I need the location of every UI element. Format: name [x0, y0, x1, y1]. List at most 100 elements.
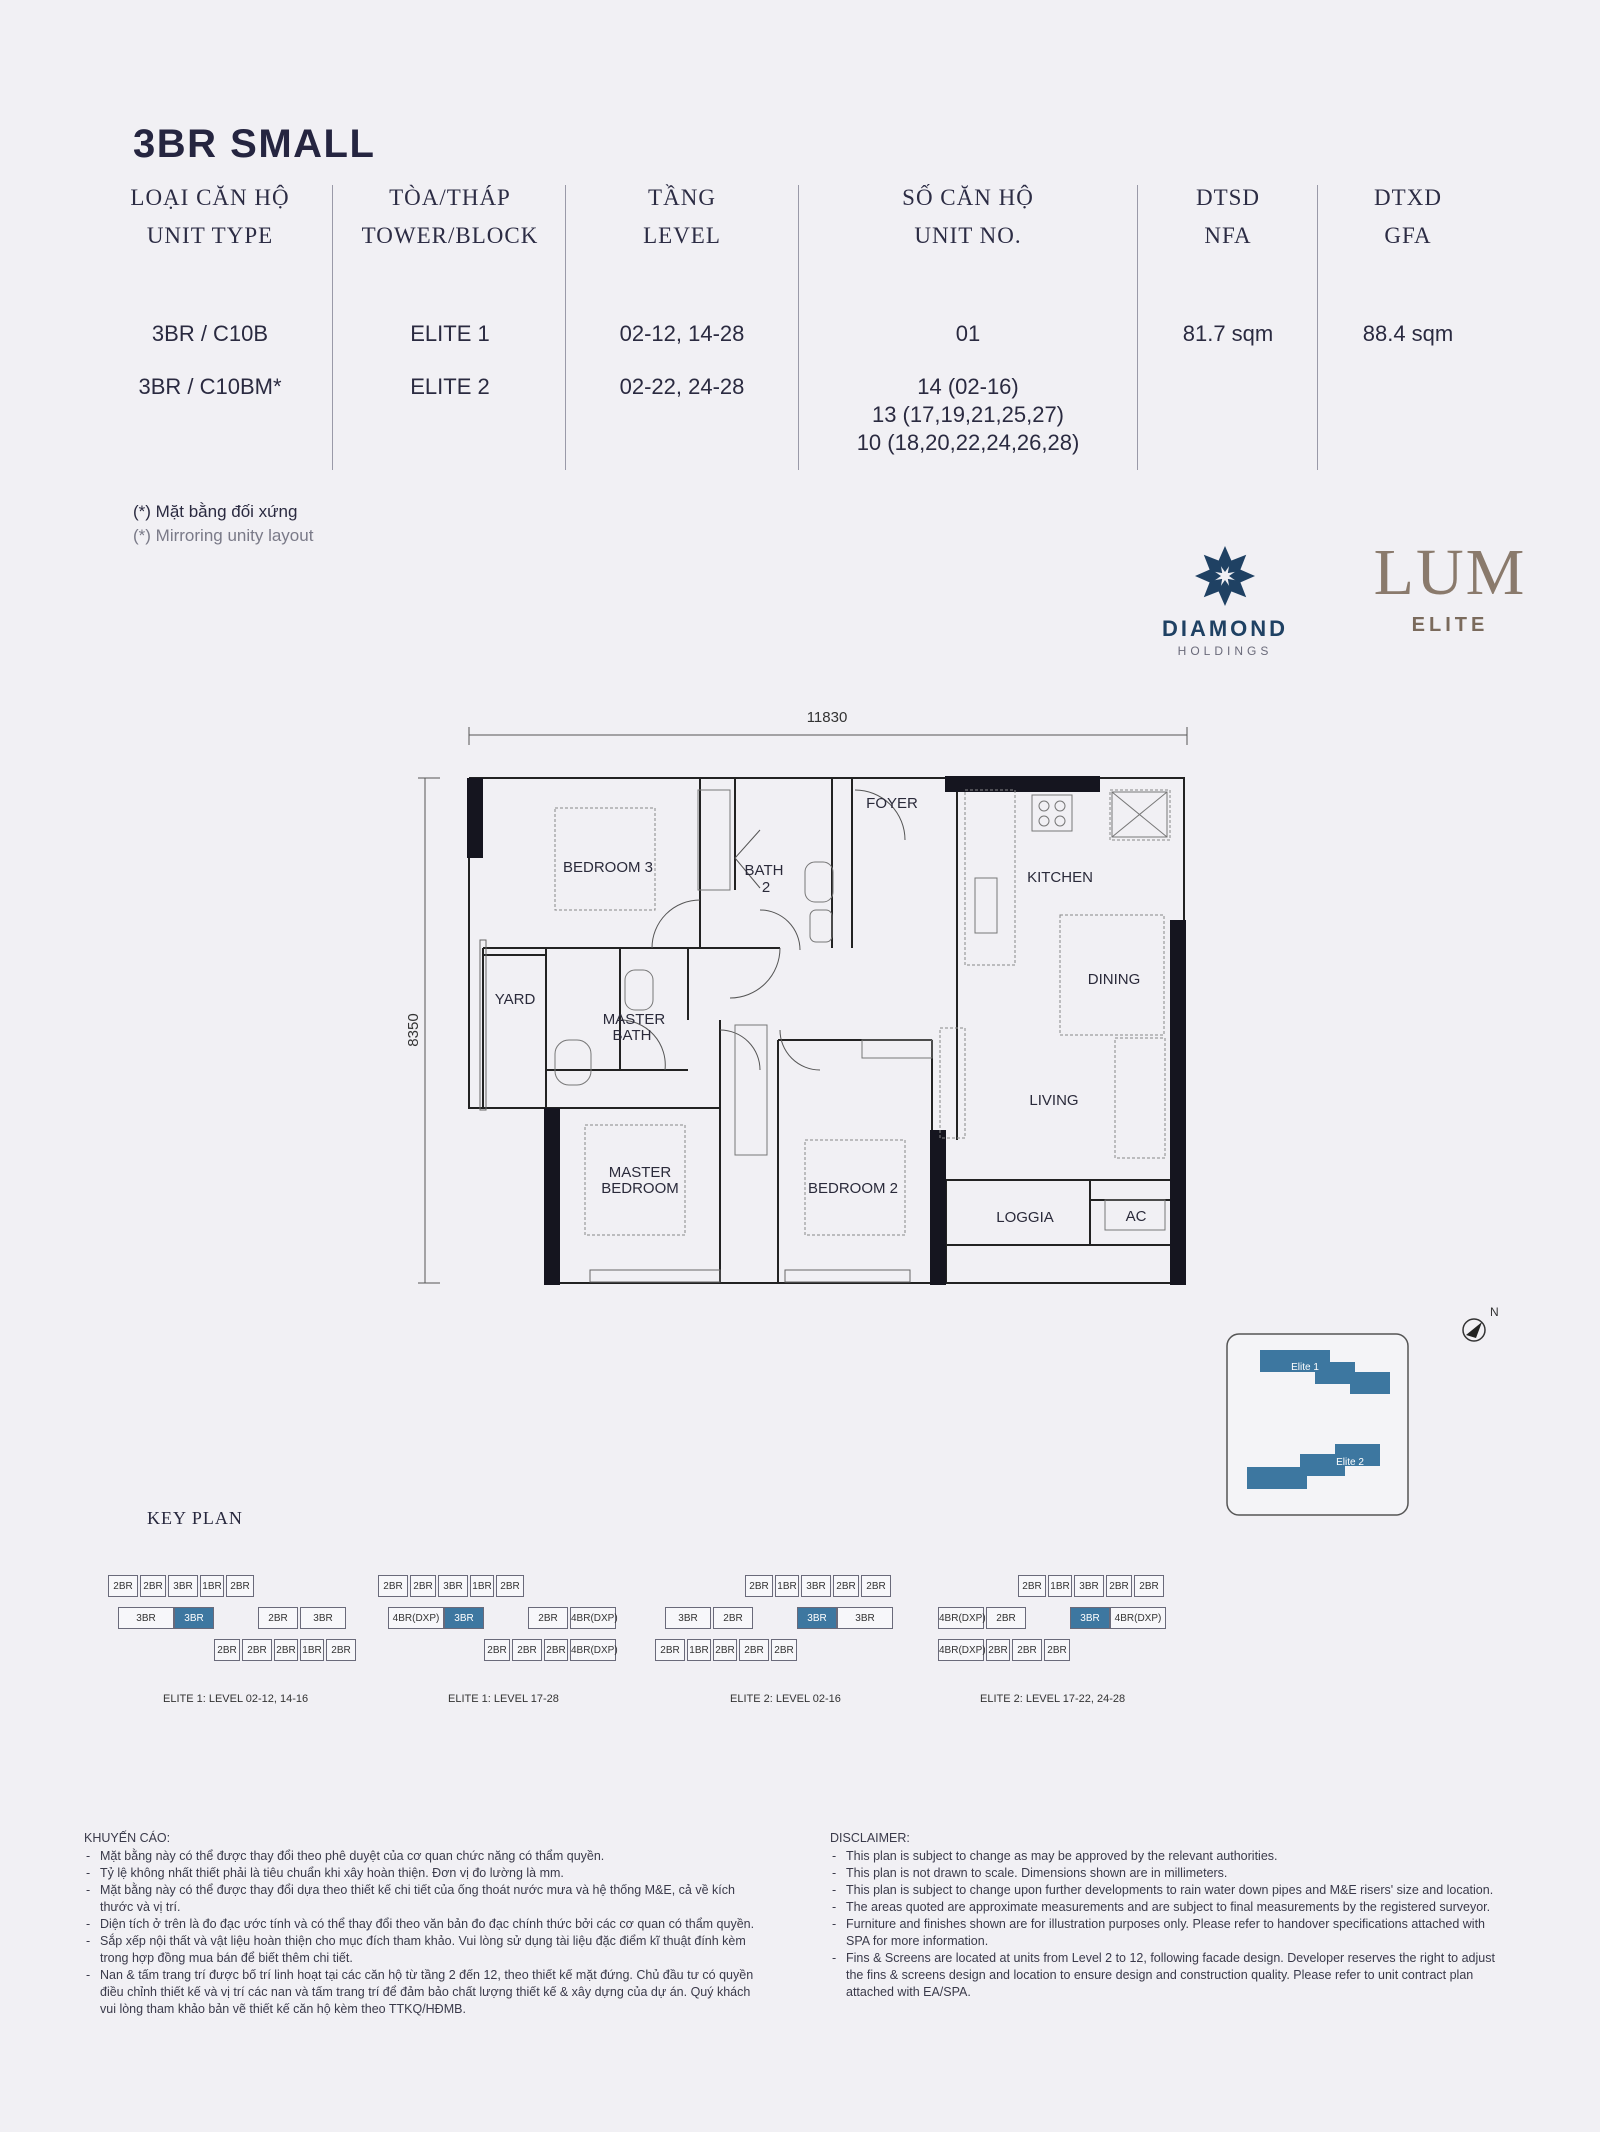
- col-unit-type: LOẠI CĂN HỘ UNIT TYPE 3BR / C10B 3BR / C…: [120, 185, 300, 475]
- disclaimer-item: This plan is subject to change upon furt…: [830, 1882, 1510, 1899]
- room-loggia: LOGGIA: [996, 1209, 1054, 1226]
- disclaimer-item: Mặt bằng này có thể được thay đổi theo p…: [84, 1848, 764, 1865]
- note-en: (*) Mirroring unity layout: [133, 526, 314, 545]
- cell-gfa-1: 88.4 sqm: [1362, 321, 1454, 346]
- key-plan-unit: 2BR: [1106, 1575, 1132, 1597]
- site-buildings: [1247, 1350, 1390, 1489]
- key-plan-caption: ELITE 1: LEVEL 02-12, 14-16: [163, 1693, 309, 1705]
- note-vi: (*) Mặt bằng đối xứng: [133, 502, 298, 521]
- key-plan-unit: 3BR: [168, 1575, 198, 1597]
- disclaimer-item: This plan is not drawn to scale. Dimensi…: [830, 1865, 1510, 1882]
- floor-plan: 11830 8350: [405, 709, 1499, 1342]
- room-dining: DINING: [1088, 971, 1141, 988]
- column-divider: [1317, 185, 1318, 470]
- disclaimer-vi-title: KHUYẾN CÁO:: [84, 1831, 171, 1845]
- key-plan-unit-highlight: 3BR: [1070, 1607, 1110, 1629]
- disclaimer-vi: KHUYẾN CÁO: Mặt bằng này có thể được tha…: [84, 1830, 764, 2018]
- key-plan-unit: 1BR: [1048, 1575, 1072, 1597]
- site-plan: Elite 1 Elite 2: [1226, 1333, 1409, 1516]
- key-plan-unit: 2BR: [214, 1639, 240, 1661]
- key-plan-unit: 2BR: [1018, 1575, 1046, 1597]
- north-label: N: [1490, 1305, 1499, 1319]
- disclaimer-item: Tỷ lệ không nhất thiết phải là tiêu chuẩ…: [84, 1865, 764, 1882]
- key-plan-unit: 2BR: [274, 1639, 298, 1661]
- diamond-flower-icon: [1195, 546, 1255, 606]
- key-plan-title: KEY PLAN: [147, 1508, 243, 1528]
- column-divider: [332, 185, 333, 470]
- disclaimer-item: Diện tích ở trên là đo đạc ước tính và c…: [84, 1916, 764, 1933]
- spec-table: LOẠI CĂN HỘ UNIT TYPE 3BR / C10B 3BR / C…: [120, 185, 1460, 475]
- room-bath-2-number: 2: [762, 879, 770, 896]
- structural-columns: [467, 776, 1186, 1285]
- header-gfa-en: GFA: [1384, 223, 1432, 248]
- key-plan-unit: 2BR: [739, 1639, 769, 1661]
- key-plan-caption: ELITE 2: LEVEL 17-22, 24-28: [980, 1693, 1126, 1705]
- key-plan-unit: 2BR: [528, 1607, 568, 1629]
- key-plan-unit: 2BR: [484, 1639, 510, 1661]
- key-plan-unit: 3BR: [837, 1607, 893, 1629]
- header-nfa-en: NFA: [1204, 223, 1252, 248]
- key-plan-unit: 2BR: [258, 1607, 298, 1629]
- key-plan-unit: 2BR: [140, 1575, 166, 1597]
- lum-word: LUM: [1373, 536, 1527, 609]
- header-tower-vi: TÒA/THÁP: [389, 185, 511, 210]
- elite-word: ELITE: [1411, 614, 1489, 636]
- key-plan-caption: ELITE 2: LEVEL 02-16: [730, 1693, 841, 1705]
- key-plan-unit: 2BR: [1044, 1639, 1070, 1661]
- dim-height: 8350: [405, 1013, 422, 1046]
- header-level-vi: TẦNG: [648, 185, 716, 210]
- key-plan-unit: 3BR: [801, 1575, 831, 1597]
- key-plan-unit: 2BR: [242, 1639, 272, 1661]
- key-plan-unit: 2BR: [713, 1607, 753, 1629]
- key-plan-unit: 2BR: [713, 1639, 737, 1661]
- room-bath-2: BATH: [745, 862, 784, 879]
- column-divider: [798, 185, 799, 470]
- key-plan-unit: 1BR: [687, 1639, 711, 1661]
- room-ac: AC: [1126, 1208, 1147, 1225]
- windows: [479, 939, 911, 1283]
- key-plan-unit-highlight: 3BR: [174, 1607, 214, 1629]
- diamond-word: DIAMOND: [1161, 616, 1289, 641]
- room-bedroom-2: BEDROOM 2: [808, 1180, 898, 1197]
- key-plan-unit: 1BR: [300, 1639, 324, 1661]
- key-plan-unit: 3BR: [438, 1575, 468, 1597]
- cell-nfa-1: 81.7 sqm: [1182, 321, 1274, 346]
- cell-level-2: 02-22, 24-28: [619, 374, 745, 399]
- header-unit-type-en: UNIT TYPE: [146, 223, 274, 248]
- header-nfa-vi: DTSD: [1195, 185, 1261, 210]
- room-bedroom-3: BEDROOM 3: [563, 859, 653, 876]
- room-master-bedroom: MASTER: [609, 1164, 672, 1181]
- dimension-lines: [418, 727, 1188, 1284]
- site-elite-1: Elite 1: [1291, 1362, 1319, 1373]
- furniture: [554, 789, 1171, 1236]
- cell-type-2: 3BR / C10BM*: [138, 374, 282, 399]
- disclaimer-item: Nan & tấm trang trí được bố trí linh hoạ…: [84, 1967, 764, 2018]
- key-plan-unit: 2BR: [108, 1575, 138, 1597]
- door-swings: [619, 789, 906, 1071]
- key-plan-unit: 2BR: [745, 1575, 773, 1597]
- key-plan-unit: 2BR: [410, 1575, 436, 1597]
- lum-elite-logo: LUM ELITE: [1360, 540, 1540, 637]
- key-plan-unit-highlight: 3BR: [797, 1607, 837, 1629]
- cell-unit-2c: 10 (18,20,22,24,26,28): [856, 430, 1080, 455]
- key-plan-unit: 2BR: [226, 1575, 254, 1597]
- disclaimer-en-title: DISCLAIMER:: [830, 1831, 910, 1845]
- key-plan-unit: 2BR: [771, 1639, 797, 1661]
- walls: [468, 777, 1185, 1284]
- key-plan-unit: 3BR: [118, 1607, 174, 1629]
- room-master-bedroom-2: BEDROOM: [601, 1180, 679, 1197]
- key-plan-unit: 3BR: [665, 1607, 711, 1629]
- key-plan-unit: 4BR(DXP): [570, 1607, 618, 1629]
- header-gfa-vi: DTXD: [1374, 185, 1442, 210]
- key-plan-unit: 4BR(DXP): [388, 1607, 444, 1629]
- key-plan-unit: 4BR(DXP): [570, 1639, 618, 1661]
- col-unit-no: SỐ CĂN HỘ UNIT NO. 01 14 (02-16) 13 (17,…: [799, 185, 1137, 475]
- header-unit-no-en: UNIT NO.: [914, 223, 1022, 248]
- key-plan-unit: 3BR: [1074, 1575, 1104, 1597]
- dim-width: 11830: [807, 709, 848, 726]
- disclaimer-item: Fins & Screens are located at units from…: [830, 1950, 1510, 2001]
- column-divider: [565, 185, 566, 470]
- disclaimer-item: Sắp xếp nội thất và vật liệu hoàn thiện …: [84, 1933, 764, 1967]
- diamond-holdings-logo: DIAMOND HOLDINGS: [1145, 545, 1305, 658]
- key-plan-unit: 4BR(DXP): [938, 1607, 986, 1629]
